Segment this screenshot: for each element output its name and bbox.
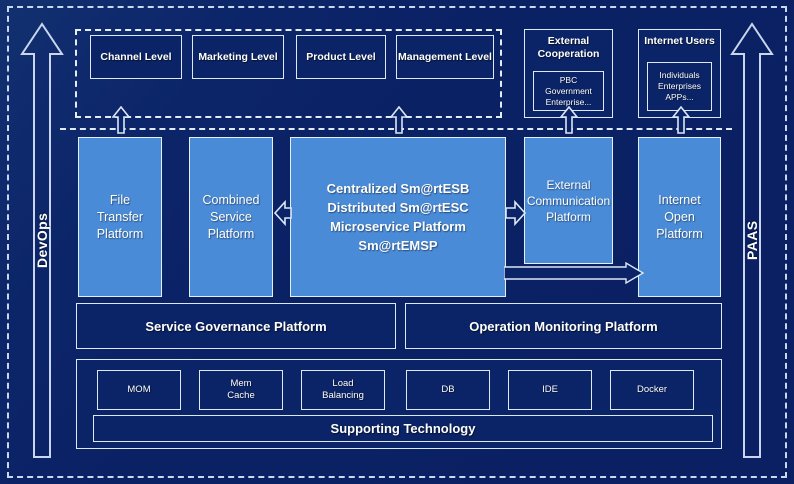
governance-label: Service Governance Platform (145, 318, 327, 334)
connector-up-arrow-channel (112, 106, 130, 134)
up-arrow-icon (672, 106, 690, 134)
tech-box-mom[interactable]: MOM (97, 370, 181, 410)
tech-box-ide[interactable]: IDE (508, 370, 592, 410)
platform-centralized-esb[interactable]: Centralized Sm@rtESB Distributed Sm@rtES… (290, 137, 506, 297)
supporting-technology-bar[interactable]: Supporting Technology (93, 415, 713, 442)
tech-box-load-balancing[interactable]: Load Balancing (301, 370, 385, 410)
card-title: External Cooperation (537, 35, 600, 60)
up-arrow-icon (560, 106, 578, 134)
card-inner-text: Individuals Enterprises APPs... (647, 62, 712, 111)
outer-dashed-frame (7, 6, 787, 478)
level-label: Product Level (306, 51, 376, 63)
platform-file-transfer[interactable]: File Transfer Platform (78, 137, 162, 297)
up-arrow-icon (20, 22, 64, 458)
up-arrow-icon (112, 106, 130, 134)
internet-users-card[interactable]: Internet Users Individuals Enterprises A… (638, 29, 721, 118)
card-title: Internet Users (644, 35, 715, 47)
connector-up-arrow-internet-users (672, 106, 690, 134)
level-label: Marketing Level (198, 51, 278, 63)
left-arrow-icon (274, 199, 292, 227)
tech-box-mem-cache[interactable]: Mem Cache (199, 370, 283, 410)
supporting-technology-label: Supporting Technology (330, 421, 476, 436)
level-box-marketing[interactable]: Marketing Level (192, 35, 284, 79)
connector-right-arrow-long (504, 262, 644, 284)
supporting-technology-region: MOM Mem Cache Load Balancing DB IDE Dock… (76, 359, 722, 449)
up-arrow-icon (390, 106, 408, 134)
platform-internet-open[interactable]: Internet Open Platform (638, 137, 721, 297)
tech-box-db[interactable]: DB (406, 370, 490, 410)
platform-combined-service[interactable]: Combined Service Platform (189, 137, 273, 297)
consumer-levels-group (75, 29, 502, 118)
connector-up-arrow-external-cooperation (560, 106, 578, 134)
paas-arrow: PAAS (730, 20, 774, 461)
connector-right-arrow (504, 198, 526, 228)
card-inner-text: PBC Government Enterprise... (533, 71, 604, 111)
tech-box-docker[interactable]: Docker (610, 370, 694, 410)
up-arrow-icon (730, 22, 774, 458)
level-label: Management Level (398, 51, 492, 63)
governance-label: Operation Monitoring Platform (469, 318, 658, 334)
level-label: Channel Level (100, 51, 172, 63)
devops-arrow: DevOps (20, 20, 64, 461)
governance-box-service[interactable]: Service Governance Platform (76, 303, 396, 349)
level-box-product[interactable]: Product Level (296, 35, 386, 79)
platform-external-communication[interactable]: External Communication Platform (524, 137, 613, 264)
connector-up-arrow-management (390, 106, 408, 134)
connector-left-arrow (274, 198, 292, 228)
governance-box-operation[interactable]: Operation Monitoring Platform (405, 303, 722, 349)
right-arrow-icon (504, 262, 644, 284)
level-box-management[interactable]: Management Level (396, 35, 494, 79)
right-arrow-icon (505, 199, 526, 227)
level-box-channel[interactable]: Channel Level (90, 35, 182, 79)
external-cooperation-card[interactable]: External Cooperation PBC Government Ente… (524, 29, 613, 118)
